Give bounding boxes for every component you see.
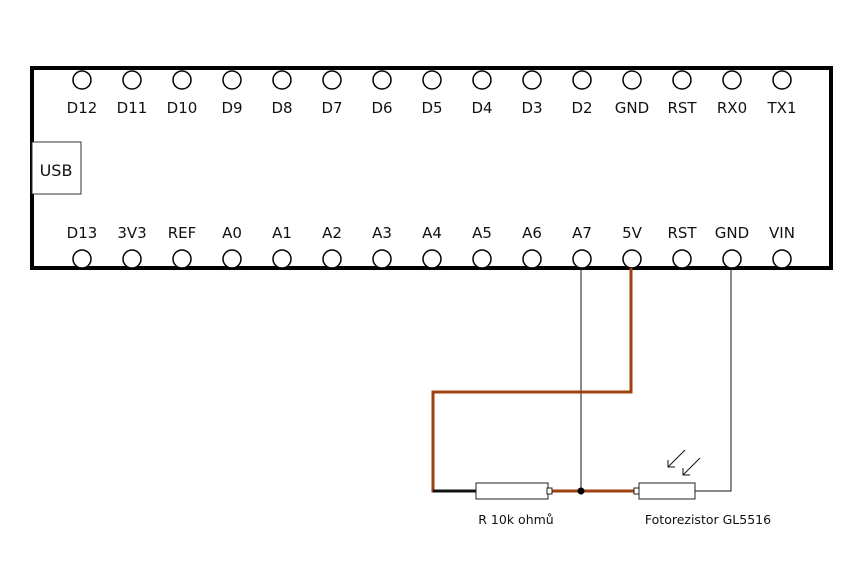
usb-connector (31, 141, 82, 195)
top-pin-3 (222, 70, 242, 90)
bottom-pin-label: A1 (272, 224, 292, 242)
top-pin-label: D7 (321, 99, 342, 117)
bottom-pin-11 (622, 249, 642, 269)
top-pin-11 (622, 70, 642, 90)
bottom-pin-label: REF (168, 224, 197, 242)
bottom-pin-label: D13 (67, 224, 98, 242)
bottom-pin-label: A2 (322, 224, 342, 242)
top-pin-label: D5 (421, 99, 442, 117)
bottom-pin-6 (372, 249, 392, 269)
photoresistor-terminal (633, 487, 640, 495)
resistor-terminal (546, 487, 553, 495)
top-pin-label: D4 (471, 99, 492, 117)
bottom-pin-10 (572, 249, 592, 269)
top-pin-2 (172, 70, 192, 90)
top-pin-1 (122, 70, 142, 90)
bottom-pin-label: A3 (372, 224, 392, 242)
top-pin-label: TX1 (767, 99, 797, 117)
top-pin-10 (572, 70, 592, 90)
bottom-pin-8 (472, 249, 492, 269)
bottom-pin-label: A6 (522, 224, 542, 242)
bottom-pin-row: D13 3V3 REF A0 A1 A2 A3 A4 A5 A6 A7 5V RST GND VIN (67, 224, 795, 269)
bottom-pin-4 (272, 249, 292, 269)
light-arrows-icon (667, 449, 701, 476)
top-pin-9 (522, 70, 542, 90)
bottom-pin-9 (522, 249, 542, 269)
bottom-pin-5 (322, 249, 342, 269)
bottom-pin-2 (172, 249, 192, 269)
bottom-pin-label: A7 (572, 224, 592, 242)
top-pin-13 (722, 70, 742, 90)
wire-5v (431, 268, 633, 493)
bottom-pin-14 (772, 249, 792, 269)
photoresistor-label: Fotorezistor GL5516 (645, 512, 771, 527)
bottom-pin-1 (122, 249, 142, 269)
bottom-pin-label: 3V3 (117, 224, 146, 242)
top-pin-0 (72, 70, 92, 90)
top-pin-label: D2 (571, 99, 592, 117)
top-pin-5 (322, 70, 342, 90)
bottom-pin-3 (222, 249, 242, 269)
top-pin-8 (472, 70, 492, 90)
top-pin-label: D6 (371, 99, 392, 117)
junction-dot (577, 487, 585, 495)
bottom-pin-label: A4 (422, 224, 442, 242)
top-pin-label: D10 (167, 99, 198, 117)
bottom-pin-label: VIN (769, 224, 795, 242)
top-pin-7 (422, 70, 442, 90)
top-pin-14 (772, 70, 792, 90)
resistor-label: R 10k ohmů (478, 512, 553, 527)
bottom-pin-13 (722, 249, 742, 269)
bottom-pin-label: 5V (622, 224, 643, 242)
bottom-pin-label: A0 (222, 224, 242, 242)
resistor-body (475, 482, 549, 500)
bottom-pin-label: A5 (472, 224, 492, 242)
top-pin-label: RST (667, 99, 697, 117)
bottom-pin-7 (422, 249, 442, 269)
top-pin-label: D8 (271, 99, 292, 117)
top-pin-label: D9 (221, 99, 242, 117)
top-pin-label: D3 (521, 99, 542, 117)
bottom-pin-label: RST (667, 224, 697, 242)
bottom-pin-12 (672, 249, 692, 269)
top-pin-6 (372, 70, 392, 90)
wire-gnd (695, 268, 732, 492)
top-pin-label: RX0 (717, 99, 747, 117)
usb-label: USB (40, 161, 73, 180)
top-pin-row: D12 D11 D10 D9 D8 D7 D6 D5 D4 D3 D2 GND RST RX0 TX1 (67, 70, 797, 117)
top-pin-label: D12 (67, 99, 98, 117)
top-pin-label: D11 (117, 99, 148, 117)
top-pin-12 (672, 70, 692, 90)
top-pin-4 (272, 70, 292, 90)
bottom-pin-0 (72, 249, 92, 269)
photoresistor-body (638, 482, 696, 500)
top-pin-label: GND (615, 99, 649, 117)
bottom-pin-label: GND (715, 224, 749, 242)
